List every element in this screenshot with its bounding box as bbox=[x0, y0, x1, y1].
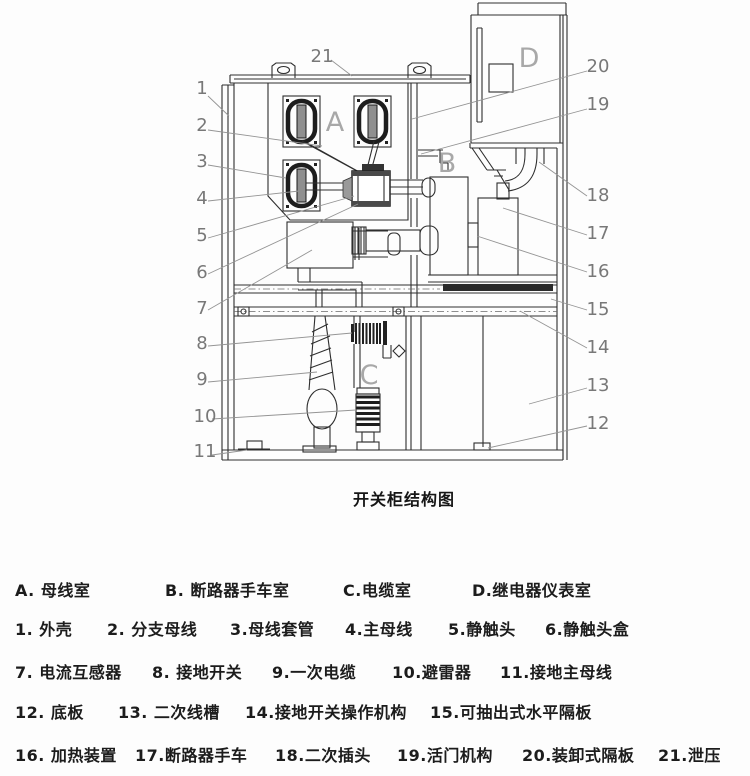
leader-lines bbox=[207, 59, 588, 456]
callout-19: 19 bbox=[587, 94, 610, 115]
shutter-mechanism bbox=[418, 147, 510, 191]
callout-3: 3 bbox=[196, 151, 207, 172]
callout-10: 10 bbox=[194, 406, 217, 427]
callout-15: 15 bbox=[587, 299, 610, 320]
busbar-compartment bbox=[267, 82, 418, 307]
legend-item: 16. 加热装置 bbox=[15, 746, 117, 765]
earthing-switch bbox=[351, 316, 406, 388]
legend-item: 7. 电流互感器 bbox=[15, 663, 122, 682]
callout-9: 9 bbox=[196, 369, 207, 390]
callout-20: 20 bbox=[587, 56, 610, 77]
legend-item: 5.静触头 bbox=[448, 620, 516, 639]
callout-1: 1 bbox=[196, 78, 207, 99]
legend-item: B. 断路器手车室 bbox=[165, 581, 290, 600]
secondary-plug-conduit bbox=[496, 147, 545, 200]
lower-partitions bbox=[238, 316, 491, 451]
compartment-letter-a: A bbox=[326, 107, 345, 138]
legend-item: 9.一次电缆 bbox=[272, 663, 357, 682]
static-contact-assembly bbox=[342, 164, 439, 256]
legend-item: 12. 底板 bbox=[15, 703, 84, 722]
legend-item: 13. 二次线槽 bbox=[118, 703, 220, 722]
callout-11: 11 bbox=[194, 441, 217, 462]
callout-17: 17 bbox=[587, 223, 610, 244]
busbar-bushing bbox=[282, 95, 321, 148]
legend-item: 14.接地开关操作机构 bbox=[245, 703, 407, 722]
relay-instrument-compartment bbox=[469, 2, 567, 149]
legend-item: 18.二次插头 bbox=[275, 746, 371, 765]
callout-8: 8 bbox=[196, 333, 207, 354]
primary-cable bbox=[302, 315, 338, 453]
callout-18: 18 bbox=[587, 185, 610, 206]
horizontal-partition bbox=[234, 284, 557, 317]
compartment-letter-b: B bbox=[438, 148, 457, 179]
legend-item: 3.母线套管 bbox=[230, 620, 315, 639]
callout-5: 5 bbox=[196, 225, 207, 246]
callout-12: 12 bbox=[587, 413, 610, 434]
legend-item: 2. 分支母线 bbox=[107, 620, 198, 639]
callout-2: 2 bbox=[196, 115, 207, 136]
legend-item: 15.可抽出式水平隔板 bbox=[430, 703, 592, 722]
legend-item: C.电缆室 bbox=[343, 581, 412, 600]
callout-7: 7 bbox=[196, 298, 207, 319]
legend-item: 17.断路器手车 bbox=[135, 746, 248, 765]
legend-item: A. 母线室 bbox=[15, 581, 91, 600]
callout-13: 13 bbox=[587, 375, 610, 396]
legend-item: 4.主母线 bbox=[345, 620, 413, 639]
structure-diagram: 1 2 3 4 5 6 7 8 9 10 11 12 13 14 15 16 1… bbox=[194, 2, 610, 462]
legend-item: 1. 外壳 bbox=[15, 620, 73, 639]
compartment-letter-c: C bbox=[360, 360, 379, 391]
busbar-bushing bbox=[282, 159, 321, 212]
callout-14: 14 bbox=[587, 337, 610, 358]
lifting-lug bbox=[271, 62, 432, 78]
legend-item: 20.装卸式隔板 bbox=[522, 746, 635, 765]
cabinet-shell bbox=[221, 15, 568, 461]
callout-21: 21 bbox=[311, 46, 334, 67]
current-transformer bbox=[286, 221, 401, 307]
legend-item: D.继电器仪表室 bbox=[472, 581, 592, 600]
legend-item: 8. 接地开关 bbox=[152, 663, 243, 682]
callout-6: 6 bbox=[196, 262, 207, 283]
busbar-bushing bbox=[353, 95, 392, 148]
callout-4: 4 bbox=[196, 188, 207, 209]
legend-item: 11.接地主母线 bbox=[500, 663, 613, 682]
legend-item: 21.泄压 bbox=[658, 746, 721, 765]
surge-arrester bbox=[355, 387, 381, 451]
legend-item: 6.静触头盒 bbox=[545, 620, 630, 639]
callout-16: 16 bbox=[587, 261, 610, 282]
compartment-letter-d: D bbox=[519, 43, 540, 74]
legend-item: 10.避雷器 bbox=[392, 663, 472, 682]
legend-item: 19.活门机构 bbox=[397, 746, 493, 765]
diagram-title: 开关柜结构图 bbox=[353, 490, 456, 509]
